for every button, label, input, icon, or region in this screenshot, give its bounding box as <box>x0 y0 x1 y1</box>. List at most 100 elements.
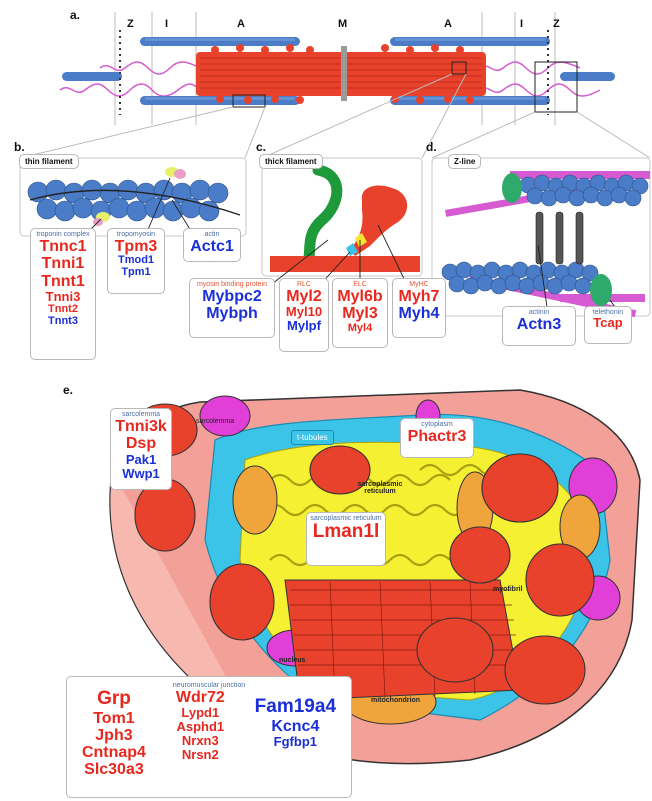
gene-lypd1: Lypd1 <box>176 706 225 720</box>
actin-label: actin <box>184 231 240 238</box>
panel-label-d: d. <box>426 140 437 154</box>
sarcolemma-box-label: sarcolemma <box>111 411 171 418</box>
gene-myl4: Myl4 <box>333 323 387 335</box>
sr-gene-list: Lman1l <box>307 522 385 543</box>
t-tubules-label: t-tubules <box>291 430 334 445</box>
actin-box: actin Actc1 <box>183 228 241 262</box>
gene-wdr72: Wdr72 <box>176 689 225 706</box>
gene-myh7: Myh7 <box>393 288 445 305</box>
gene-myh4: Myh4 <box>393 305 445 322</box>
tropomyosin-label: tropomyosin <box>108 231 164 238</box>
rlc-label: RLC <box>280 281 328 288</box>
thick-filament-title: thick filament <box>259 154 323 169</box>
gene-tnni1: Tnni1 <box>31 255 95 272</box>
gene-mybpc2: Mybpc2 <box>190 288 274 305</box>
panel-label-a: a. <box>70 8 80 22</box>
gene-pak1: Pak1 <box>111 453 171 467</box>
gene-fgfbp1: Fgfbp1 <box>255 735 336 749</box>
gene-tnnc1: Tnnc1 <box>31 238 95 255</box>
gene-myl3: Myl3 <box>333 305 387 322</box>
gene-fam19a4: Fam19a4 <box>255 697 336 718</box>
telethonin-gene-list: Tcap <box>585 316 631 330</box>
z-line-title: Z-line <box>448 154 481 169</box>
cytoplasm-gene-list: Phactr3 <box>401 428 473 445</box>
cytoplasm-gene-box: cytoplasm Phactr3 <box>400 418 474 458</box>
gene-mybph: Mybph <box>190 305 274 322</box>
band-a-right: A <box>444 18 452 30</box>
gene-tcap: Tcap <box>585 316 631 330</box>
band-i-right: I <box>520 18 523 30</box>
nucleus-label: nucleus <box>279 657 305 664</box>
gene-tpm1: Tpm1 <box>108 267 164 279</box>
telethonin-box: telethonin Tcap <box>584 306 632 344</box>
myhc-label: MyHC <box>393 281 445 288</box>
gene-tnnt2: Tnnt2 <box>31 304 95 316</box>
band-m: M <box>338 18 347 30</box>
myofibril-label: myofibril <box>493 586 523 593</box>
sarcomere-diagram <box>20 12 650 158</box>
gene-tnnt1: Tnnt1 <box>31 273 95 290</box>
gene-wwp1: Wwp1 <box>111 467 171 481</box>
z-line-diagram <box>432 158 650 317</box>
panel-label-c: c. <box>256 140 266 154</box>
gene-actn3: Actn3 <box>503 316 575 333</box>
sr-structure-label: sarcoplasmic reticulum <box>350 481 410 495</box>
actinin-gene-list: Actn3 <box>503 316 575 333</box>
gene-tom1: Tom1 <box>82 710 146 727</box>
gene-asphd1: Asphd1 <box>176 720 225 734</box>
cytoplasm-box-label: cytoplasm <box>401 421 473 428</box>
gene-phactr3: Phactr3 <box>401 428 473 445</box>
gene-tnni3: Tnni3 <box>31 290 95 304</box>
neuromuscular-junction-box: neuromuscular junction GrpTom1Jph3Cntnap… <box>66 676 352 798</box>
elc-label: ELC <box>333 281 387 288</box>
gene-lman1l: Lman1l <box>307 522 385 543</box>
thin-filament-title: thin filament <box>19 154 79 169</box>
gene-grp: Grp <box>82 689 146 710</box>
gene-jph3: Jph3 <box>82 727 146 744</box>
gene-dsp: Dsp <box>111 435 171 452</box>
gene-actc1: Actc1 <box>184 238 240 255</box>
panel-label-b: b. <box>14 140 25 154</box>
band-a-left: A <box>237 18 245 30</box>
gene-tpm3: Tpm3 <box>108 238 164 255</box>
actin-gene-list: Actc1 <box>184 238 240 255</box>
gene-nrxn3: Nrxn3 <box>176 734 225 748</box>
gene-slc30a3: Slc30a3 <box>82 761 146 778</box>
gene-myl10: Myl10 <box>280 305 328 319</box>
band-z-right: Z <box>553 18 560 30</box>
myosin-binding-protein-label: myosin binding protein <box>190 281 274 288</box>
gene-myl2: Myl2 <box>280 288 328 305</box>
actinin-box: actinin Actn3 <box>502 306 576 346</box>
gene-myl6b: Myl6b <box>333 288 387 305</box>
band-z-left: Z <box>127 18 134 30</box>
gene-kcnc4: Kcnc4 <box>255 718 336 735</box>
sr-gene-box: sarcoplasmic reticulum Lman1l <box>306 512 386 566</box>
thick-filament-diagram <box>262 158 422 287</box>
rlc-gene-list: Myl2Myl10Mylpf <box>280 288 328 333</box>
mitochondrion-label: mitochondrion <box>371 697 420 704</box>
actinin-label: actinin <box>503 309 575 316</box>
troponin-complex-label: troponin complex <box>31 231 95 238</box>
gene-tnnt3: Tnnt3 <box>31 316 95 328</box>
band-i-left: I <box>165 18 168 30</box>
gene-tnni3k: Tnni3k <box>111 418 171 435</box>
panel-label-e: e. <box>63 383 73 397</box>
sarcolemma-structure-label: sarcolemma <box>196 418 234 425</box>
gene-mylpf: Mylpf <box>280 319 328 333</box>
